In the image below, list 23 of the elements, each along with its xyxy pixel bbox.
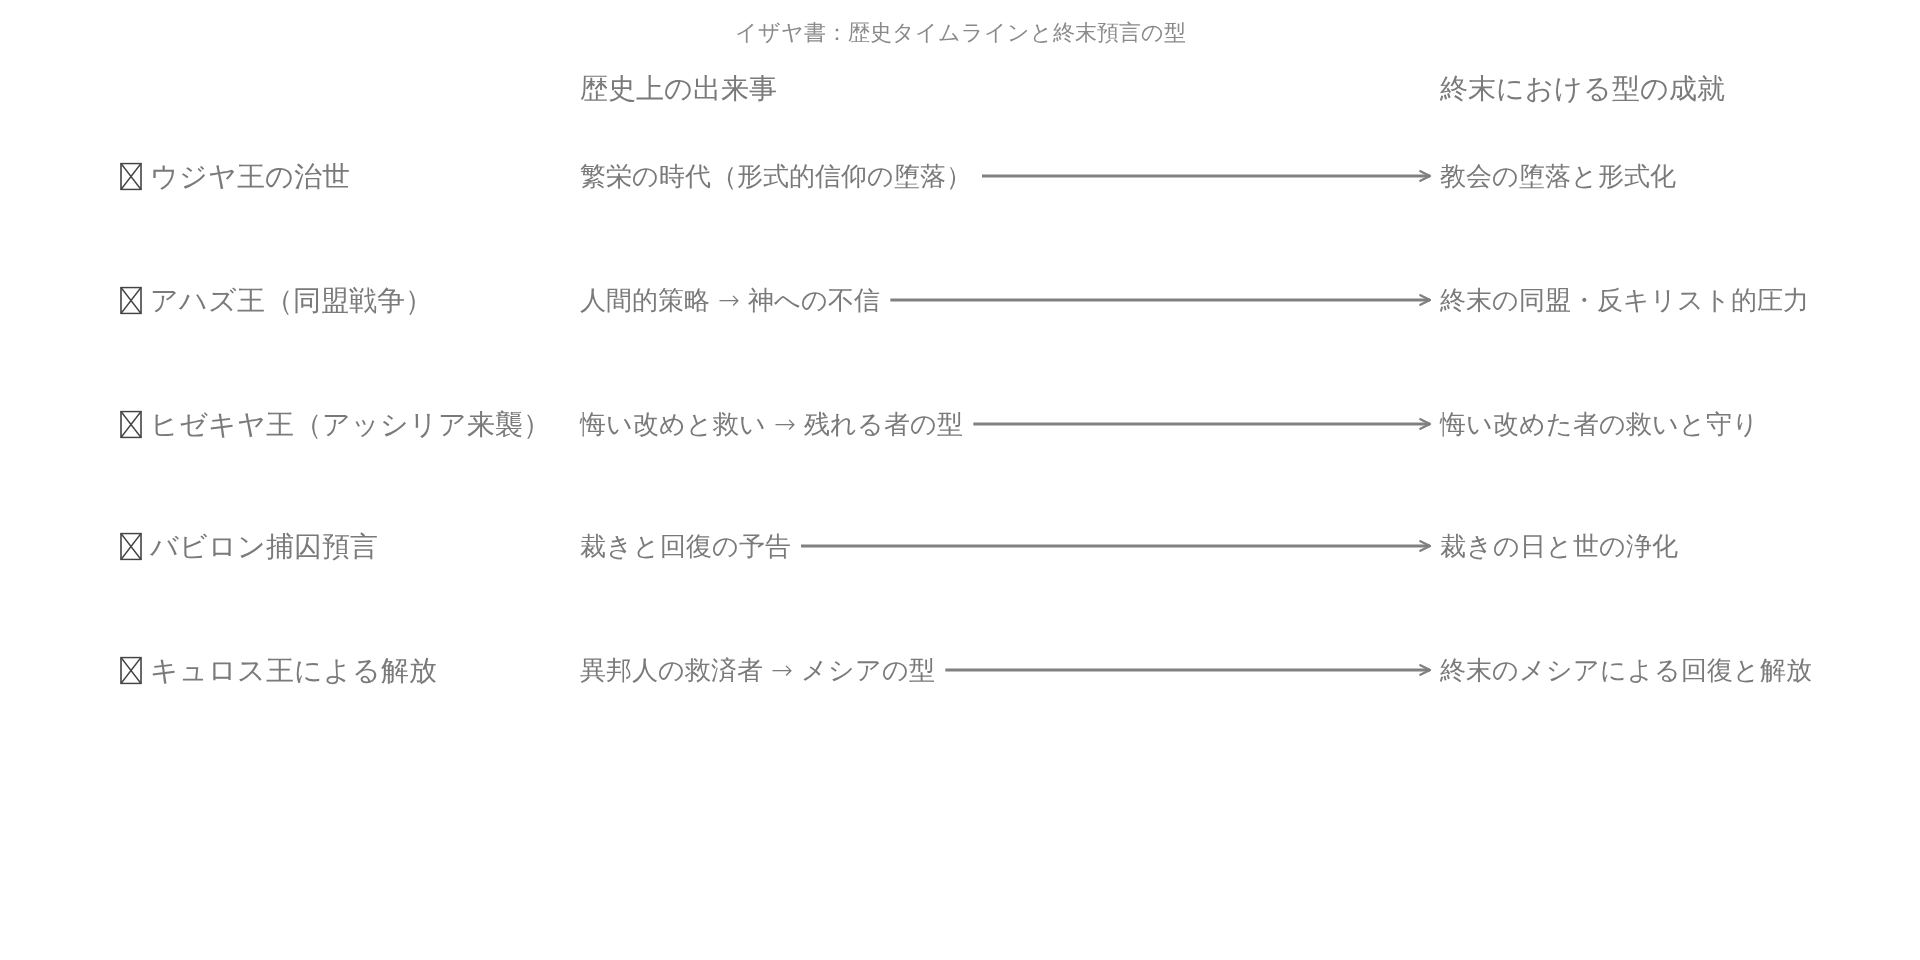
event-text: 悔い改めと救い → 残れる者の型	[580, 407, 964, 441]
fulfillment-text: 悔い改めた者の救いと守り	[1440, 407, 1759, 441]
event-text: 繁栄の時代（形式的信仰の堕落）	[580, 159, 972, 193]
column-heading: 歴史上の出来事	[580, 70, 777, 106]
diagram-title: イザヤ書：歴史タイムラインと終末預言の型	[734, 19, 1186, 47]
fulfillment-text: 裁きの日と世の浄化	[1440, 529, 1678, 563]
event-text: 裁きと回復の予告	[580, 529, 791, 563]
fulfillment-text: 終末のメシアによる回復と解放	[1440, 653, 1812, 687]
row-heading: ヒゼキヤ王（アッシリア来襲）	[150, 406, 551, 442]
arrow	[973, 418, 1432, 430]
fulfillment-text: 終末の同盟・反キリスト的圧力	[1440, 283, 1809, 317]
row-heading: ウジヤ王の治世	[150, 158, 350, 194]
row-heading: バビロン捕囚預言	[150, 528, 378, 564]
row-heading: アハズ王（同盟戦争）	[150, 282, 433, 318]
arrow	[801, 540, 1432, 552]
row-heading: キュロス王による解放	[150, 652, 437, 688]
fulfillment-text: 教会の堕落と形式化	[1440, 159, 1676, 193]
arrow	[982, 170, 1432, 182]
arrow	[890, 294, 1432, 306]
arrow	[945, 664, 1432, 676]
event-text: 人間的策略 → 神への不信	[580, 283, 881, 317]
event-text: 異邦人の救済者 → メシアの型	[580, 653, 936, 687]
column-heading: 終末における型の成就	[1440, 70, 1725, 106]
